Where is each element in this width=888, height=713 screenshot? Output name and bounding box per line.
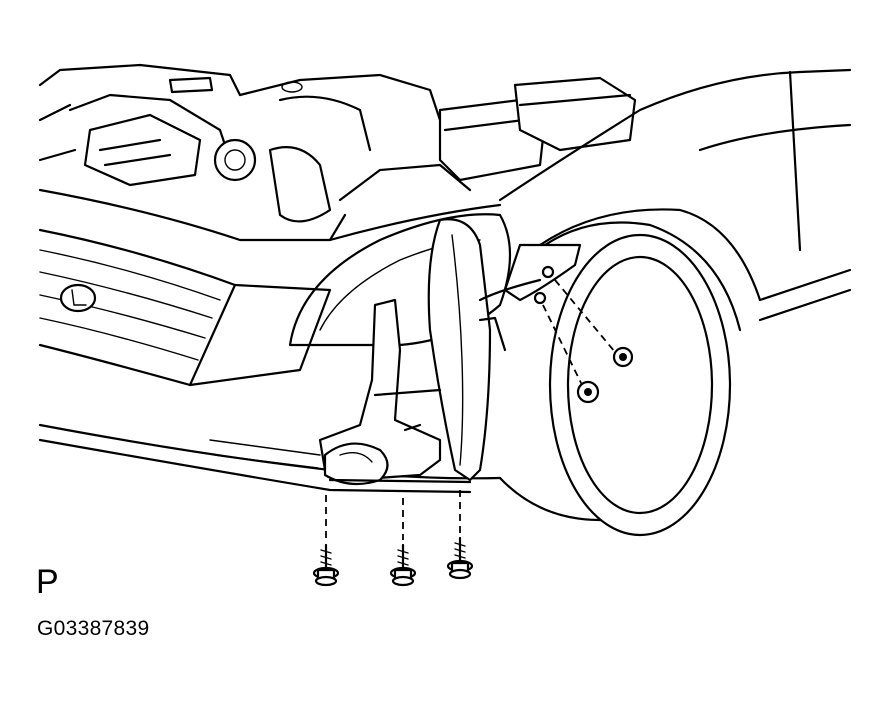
vehicle-body: [38, 68, 852, 322]
front-bumper: [38, 283, 602, 522]
bolt-icon: [446, 536, 474, 580]
figure-id: G03387839: [37, 617, 150, 640]
fender-liner: [427, 218, 582, 482]
view-label: P: [36, 563, 59, 601]
grille: [38, 228, 237, 387]
bolt-icon: [389, 543, 417, 587]
engine-bay: [38, 63, 637, 223]
front-wheel: [543, 221, 742, 537]
installation-guides: [325, 279, 616, 540]
lexus-emblem-icon: [59, 283, 97, 313]
fender-clips: [533, 265, 634, 404]
liner-bracket: [318, 298, 472, 486]
clip-icon: [576, 380, 600, 404]
clip-icon: [612, 346, 634, 368]
bolts: [312, 536, 474, 587]
bolt-icon: [312, 543, 340, 587]
